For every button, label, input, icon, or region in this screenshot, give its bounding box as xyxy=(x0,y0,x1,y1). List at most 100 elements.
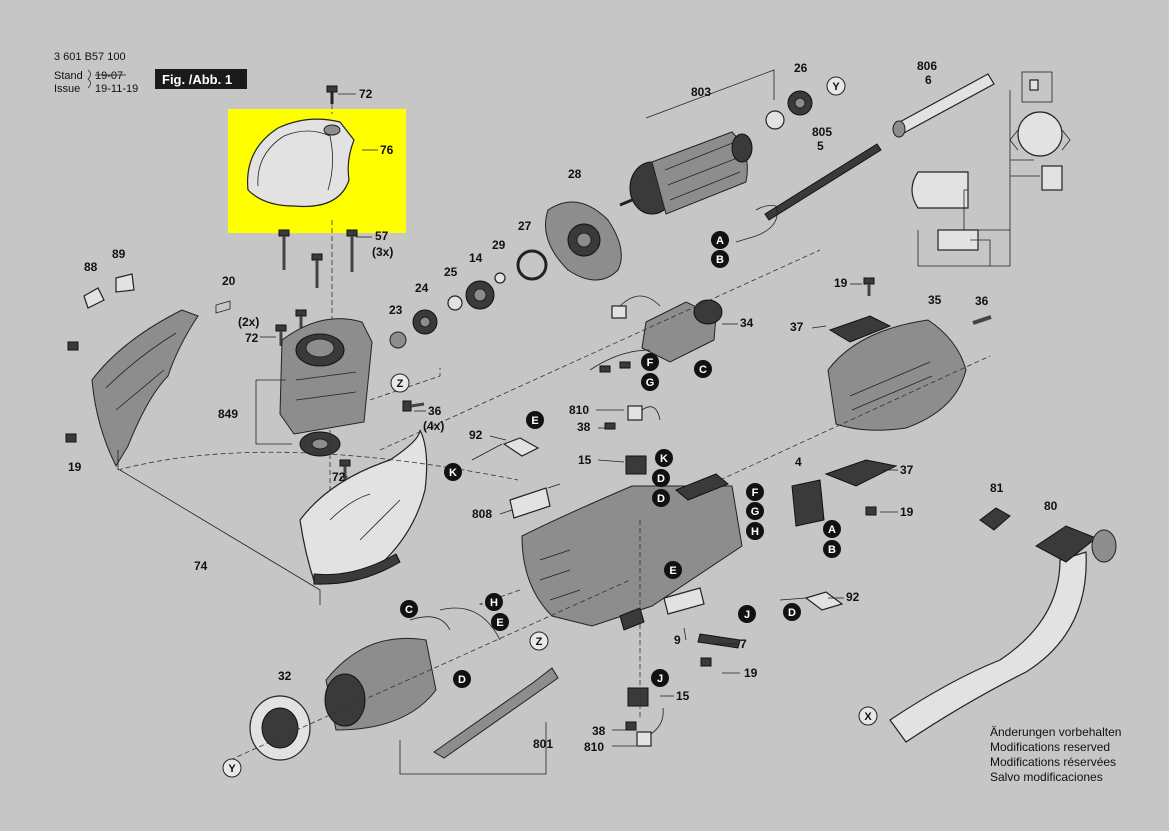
callout-j-24: J xyxy=(651,669,669,687)
part-label-34: 19 xyxy=(68,460,82,474)
gear-train-parts xyxy=(389,249,548,349)
callout-c-5: C xyxy=(694,360,712,378)
part-label-40: 19 xyxy=(900,505,914,519)
footer-note-fr: Modifications réservées xyxy=(990,755,1116,769)
svg-text:Y: Y xyxy=(228,763,236,775)
part-label-22: 5 xyxy=(817,139,824,153)
part-label-43: 9 xyxy=(674,633,681,647)
callout-f-12: F xyxy=(746,483,764,501)
svg-text:D: D xyxy=(788,607,796,619)
callout-x-25: X xyxy=(858,706,878,726)
part-leader-31 xyxy=(597,459,625,463)
callout-b-16: B xyxy=(823,540,841,558)
svg-text:K: K xyxy=(660,453,668,465)
footer-note-de: Änderungen vorbehalten xyxy=(990,725,1121,739)
part-label-33: 34 xyxy=(740,316,754,330)
svg-text:H: H xyxy=(751,526,759,538)
callout-a-15: A xyxy=(823,520,841,538)
part-label-30: 38 xyxy=(577,420,591,434)
part-label-25: 72 xyxy=(332,470,346,484)
part-label-15: 27 xyxy=(518,219,532,233)
part-label-48: 810 xyxy=(584,740,604,754)
callout-d-11: D xyxy=(652,489,670,507)
figure-badge: Fig. /Abb. 1 xyxy=(162,72,232,87)
shafts xyxy=(735,73,995,243)
callout-h-19: H xyxy=(485,593,503,611)
footer-notes: Änderungen vorbehalten Modifications res… xyxy=(990,725,1121,784)
svg-text:Z: Z xyxy=(536,636,543,648)
svg-text:Y: Y xyxy=(832,81,840,93)
part-label-14: 29 xyxy=(492,238,506,252)
part-label-37: 37 xyxy=(790,320,804,334)
part-label-3: (3x) xyxy=(372,245,393,259)
part-label-49: 801 xyxy=(533,737,553,751)
armature-803 xyxy=(619,90,813,215)
part-label-4: 88 xyxy=(84,260,98,274)
part-label-46: 15 xyxy=(676,689,690,703)
lever-801 xyxy=(433,667,559,759)
part-label-5: 89 xyxy=(112,247,126,261)
part-label-16: 28 xyxy=(568,167,582,181)
motor-housing-35 xyxy=(824,315,967,487)
callout-d-23: D xyxy=(783,603,801,621)
callout-h-14: H xyxy=(746,522,764,540)
part-label-45: 19 xyxy=(744,666,758,680)
switch-34 xyxy=(589,295,723,373)
callout-y-0: Y xyxy=(826,76,846,96)
part-label-24: 74 xyxy=(194,559,208,573)
part-leader-37 xyxy=(811,325,827,329)
highlighted-part-76[interactable] xyxy=(228,109,406,233)
svg-text:J: J xyxy=(657,673,663,685)
figure-badge-bg xyxy=(155,69,247,89)
svg-text:C: C xyxy=(405,604,413,616)
part-label-10: 23 xyxy=(389,303,403,317)
bearing-flange-28 xyxy=(545,201,622,281)
svg-text:A: A xyxy=(716,235,724,247)
part-label-17: 803 xyxy=(691,85,711,99)
part-label-12: 25 xyxy=(444,265,458,279)
part-label-8: 72 xyxy=(245,331,259,345)
callout-e-20: E xyxy=(491,613,509,631)
callout-z-26: Z xyxy=(529,631,549,651)
part-label-18: 26 xyxy=(794,61,808,75)
svg-text:F: F xyxy=(647,357,654,369)
stand-label: Stand xyxy=(54,70,83,82)
part-label-51: 92 xyxy=(846,590,860,604)
svg-text:Z: Z xyxy=(397,378,404,390)
callout-f-3: F xyxy=(641,353,659,371)
svg-text:A: A xyxy=(828,524,836,536)
part-label-39: 4 xyxy=(795,455,802,469)
svg-text:E: E xyxy=(496,617,503,629)
callout-c-18: C xyxy=(400,600,418,618)
part-label-44: 7 xyxy=(740,637,747,651)
callout-e-7: E xyxy=(526,411,544,429)
svg-text:E: E xyxy=(669,565,676,577)
svg-text:B: B xyxy=(716,254,724,266)
part-leader-32 xyxy=(499,509,513,515)
footer-note-es: Salvo modificaciones xyxy=(990,770,1103,784)
callout-g-13: G xyxy=(746,502,764,520)
center-housing xyxy=(509,473,825,649)
callout-j-22: J xyxy=(738,605,756,623)
part-leader-28 xyxy=(489,435,507,441)
issue-label: Issue xyxy=(54,83,80,95)
issue-date: 19-11-19 xyxy=(95,83,138,95)
callout-y-27: Y xyxy=(222,758,242,778)
part-label-32: 808 xyxy=(472,507,492,521)
part-label-11: 24 xyxy=(415,281,429,295)
footer-note-en: Modifications reserved xyxy=(990,740,1110,754)
svg-text:H: H xyxy=(490,597,498,609)
callout-k-8: K xyxy=(444,463,462,481)
part-label-42: 80 xyxy=(1044,499,1058,513)
side-handle-guard xyxy=(83,273,231,468)
part-label-35: 35 xyxy=(928,293,942,307)
callout-e-17: E xyxy=(664,561,682,579)
svg-text:C: C xyxy=(699,364,707,376)
part-label-1: 76 xyxy=(380,143,394,157)
part-label-27: (4x) xyxy=(423,419,444,433)
part-label-21: 805 xyxy=(812,125,832,139)
part-label-28: 92 xyxy=(469,428,483,442)
